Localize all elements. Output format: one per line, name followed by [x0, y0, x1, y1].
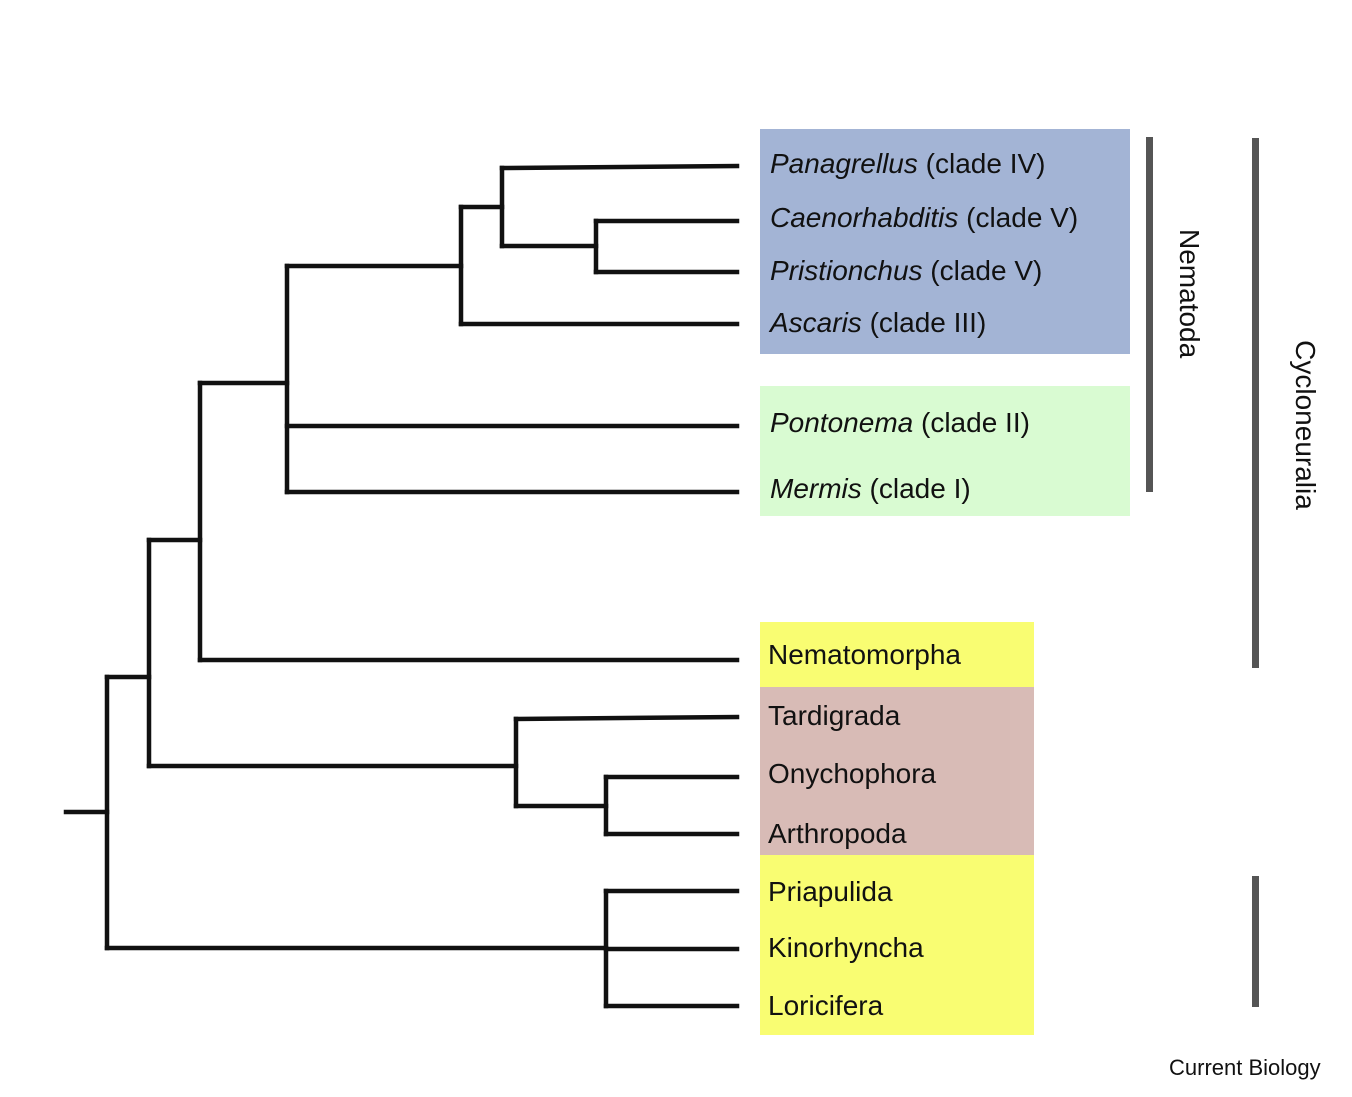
- taxon-tardigrada: Tardigrada: [768, 700, 901, 731]
- box-scalidophora: [760, 855, 1034, 1035]
- box-chromadoria: [760, 129, 1130, 354]
- cycloneuralia-label: Cycloneuralia: [1290, 340, 1321, 510]
- taxon-pontonema: Pontonema (clade II): [770, 407, 1030, 438]
- taxon-kinorhyncha: Kinorhyncha: [768, 932, 924, 963]
- taxon-loricifera: Loricifera: [768, 990, 884, 1021]
- nematoda-label: Nematoda: [1174, 229, 1205, 359]
- scalidophora-bar: [1252, 876, 1259, 1007]
- journal-credit: Current Biology: [1169, 1055, 1321, 1080]
- taxon-caenorhabditis: Caenorhabditis (clade V): [770, 202, 1079, 233]
- taxon-onychophora: Onychophora: [768, 758, 937, 789]
- taxon-nematomorpha: Nematomorpha: [768, 639, 961, 670]
- taxon-mermis: Mermis (clade I): [770, 473, 971, 504]
- nematoda-bar: [1146, 137, 1153, 492]
- tree-branch: [513, 714, 740, 722]
- taxon-panagrellus: Panagrellus (clade IV): [770, 148, 1046, 179]
- box-panarthropoda: [760, 687, 1034, 855]
- taxon-ascaris: Ascaris (clade III): [770, 307, 987, 338]
- box-nematomorpha: [760, 622, 1034, 687]
- taxon-priapulida: Priapulida: [768, 876, 893, 907]
- taxon-pristionchus: Pristionchus (clade V): [770, 255, 1043, 286]
- box-enoplia: [760, 386, 1130, 516]
- taxon-arthropoda: Arthropoda: [768, 818, 907, 849]
- cycloneuralia-bar: [1252, 138, 1259, 668]
- tree-branch: [499, 163, 740, 171]
